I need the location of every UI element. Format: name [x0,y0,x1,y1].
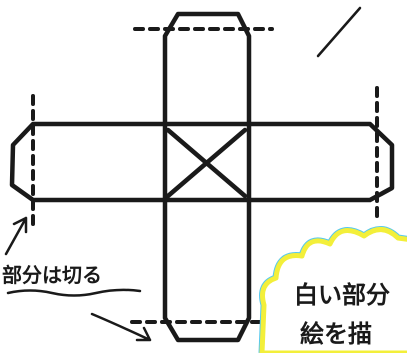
callout-bubble: 白い部分 絵を描 [258,226,407,353]
stray-stroke [316,6,362,58]
cut-annotation: 部分は切る [2,263,102,287]
cut-annotation-underline [6,288,142,297]
callout-line-2: 絵を描 [300,320,372,348]
left-arm [9,121,168,203]
center-cross [165,127,248,199]
right-arm [246,121,395,203]
arrow-to-left-cut [4,216,28,256]
top-flap [162,11,252,127]
arrow-to-bottom-cut [90,312,152,342]
bottom-flap [162,197,252,343]
callout-border [259,227,407,353]
center-panel [162,121,252,203]
callout-line-1: 白い部分 [294,281,390,309]
